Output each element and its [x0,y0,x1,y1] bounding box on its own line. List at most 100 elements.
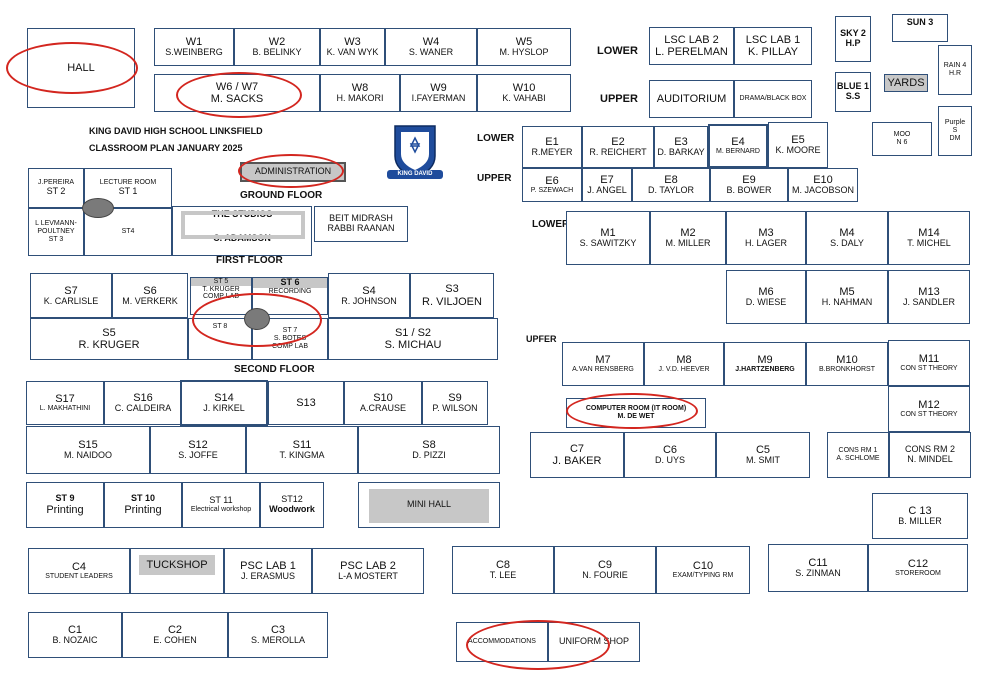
room-name: PSC LAB 1 [240,560,296,572]
label-first-floor: FIRST FLOOR [216,255,283,266]
room-lsc-lab-2: LSC LAB 2 L. PERELMAN [649,27,734,65]
room-teacher: C. CALDEIRA [114,403,172,414]
room-extra: DM [949,134,961,142]
room-s14: S14 J. KIRKEL [180,380,268,426]
room-name: E5 [791,134,805,146]
room-name: TUCKSHOP [139,555,215,576]
room-name: S13 [296,396,316,409]
label-ground-floor: GROUND FLOOR [240,190,323,201]
room-name: E7 [600,174,614,186]
room-teacher: J. ERASMUS [240,571,295,582]
room-sky-2: SKY 2 H.P [835,16,871,62]
room-name: MOO [893,131,911,139]
room-teacher: R. KRUGER [78,339,140,351]
room-name: BEIT MIDRASH [329,213,393,224]
room-e2: E2 R. REICHERT [582,126,654,168]
room-name: E10 [813,174,833,186]
label-upper-lab: UPPER [600,93,638,105]
room-teacher: D. WIESE [745,297,787,308]
room-teacher: EXAM/TYPING RM [672,572,734,580]
room-m9: M9 J.HARTZENBERG [724,342,806,386]
room-name: S14 [214,392,234,404]
room-teacher: E. COHEN [153,635,197,646]
room-m12: M12 CON ST THEORY [888,386,970,432]
room-purple: Purple S DM [938,106,972,156]
room-teacher: S. JOFFE [178,450,218,461]
room-name: DRAMA/BLACK BOX [739,95,807,103]
room-s1-s2: S1 / S2 S. MICHAU [328,318,498,360]
room-name: E1 [545,136,559,148]
room-c10: C10 EXAM/TYPING RM [656,546,750,594]
room-teacher: B. NOZAIC [52,635,98,646]
room-m3: M3 H. LAGER [726,211,806,265]
room-name: S10 [373,392,393,404]
room-psc-lab-1: PSC LAB 1 J. ERASMUS [224,548,312,594]
room-s8: S8 D. PIZZI [358,426,500,474]
room-name: ST4 [121,228,135,236]
room-auditorium: AUDITORIUM [649,80,734,118]
room-name: W9 [430,82,447,94]
studios-inner-frame [181,211,305,239]
room-teacher: P. SZEWACH [530,187,574,195]
room-name: ST 3 [48,235,64,243]
room-w8: W8 H. MAKORI [320,74,400,112]
room-m13: M13 J. SANDLER [888,270,970,324]
room-name: E2 [611,136,625,148]
room-name: C5 [755,444,771,456]
room-rain-4: RAIN 4 H.R [938,45,972,95]
room-teacher: S.WEINBERG [165,47,223,58]
room-m11: M11 CON ST THEORY [888,340,970,386]
room-name: SKY 2 [840,28,866,39]
room-e3: E3 D. BARKAY [654,126,708,168]
room-name: LSC LAB 2 [664,33,719,46]
room-teacher: T. MICHEL [907,238,951,249]
room-name: W8 [351,82,369,94]
room-teacher: B. BOWER [726,185,772,196]
room-teacher: K. CARLISLE [43,295,99,306]
room-teacher: S. ZINMAN [795,568,841,579]
room-teacher: L LEVMANN-POULTNEY [35,220,77,236]
room-c7: C7 J. BAKER [530,432,624,478]
room-tuckshop: TUCKSHOP [130,548,224,594]
room-name: C3 [270,624,286,636]
room-e7: E7 J. ANGEL [582,168,632,202]
room-teacher: J. KIRKEL [203,403,245,414]
room-drama: DRAMA/BLACK BOX [734,80,812,118]
room-s10: S10 A.CRAUSE [344,381,422,425]
room-name: C6 [662,444,678,456]
room-teacher: B. MILLER [898,516,942,527]
room-name: S15 [78,439,98,451]
room-name: S16 [133,392,153,404]
room-teacher: T. LEE [489,570,517,581]
plan-title: CLASSROOM PLAN JANUARY 2025 [89,143,243,153]
room-w5: W5 M. HYSLOP [477,28,571,66]
room-m8: M8 J. V.D. HEEVER [644,342,724,386]
room-w1: W1 S.WEINBERG [154,28,234,66]
room-name: CONS RM 1 [838,447,878,455]
room-teacher: B. BELINKY [252,47,302,58]
room-teacher: LECTURE ROOM [99,179,157,187]
room-teacher: A. SCHLOME [836,455,880,462]
room-teacher: K. VAHABI [502,93,546,104]
label-upper-e: UPPER [477,173,512,184]
room-st-3: L LEVMANN-POULTNEY ST 3 [28,208,84,256]
room-name: C9 [597,559,613,571]
room-teacher: M. HYSLOP [499,47,549,58]
room-the-studios: THE STUDIOS C. ADAMSON [172,206,312,256]
room-e6: E6 P. SZEWACH [522,168,582,202]
room-name: LSC LAB 1 [745,33,801,46]
mini-hall-fill [369,489,489,523]
room-teacher: STUDENT LEADERS [45,573,113,581]
room-teacher: A.VAN RENSBERG [572,366,634,374]
room-m6: M6 D. WIESE [726,270,806,324]
room-teacher: S [952,127,958,135]
room-name: W3 [344,36,361,48]
room-m1: M1 S. SAWITZKY [566,211,650,265]
room-name: C11 [808,557,828,569]
room-w3: W3 K. VAN WYK [320,28,385,66]
room-cons-rm-2: CONS RM 2 N. MINDEL [889,432,971,478]
room-teacher: L. MAKHATHINI [39,405,91,413]
school-title: KING DAVID HIGH SCHOOL LINKSFIELD [89,126,263,136]
room-teacher: M. NAIDOO [63,450,112,461]
room-name: S17 [55,393,75,406]
